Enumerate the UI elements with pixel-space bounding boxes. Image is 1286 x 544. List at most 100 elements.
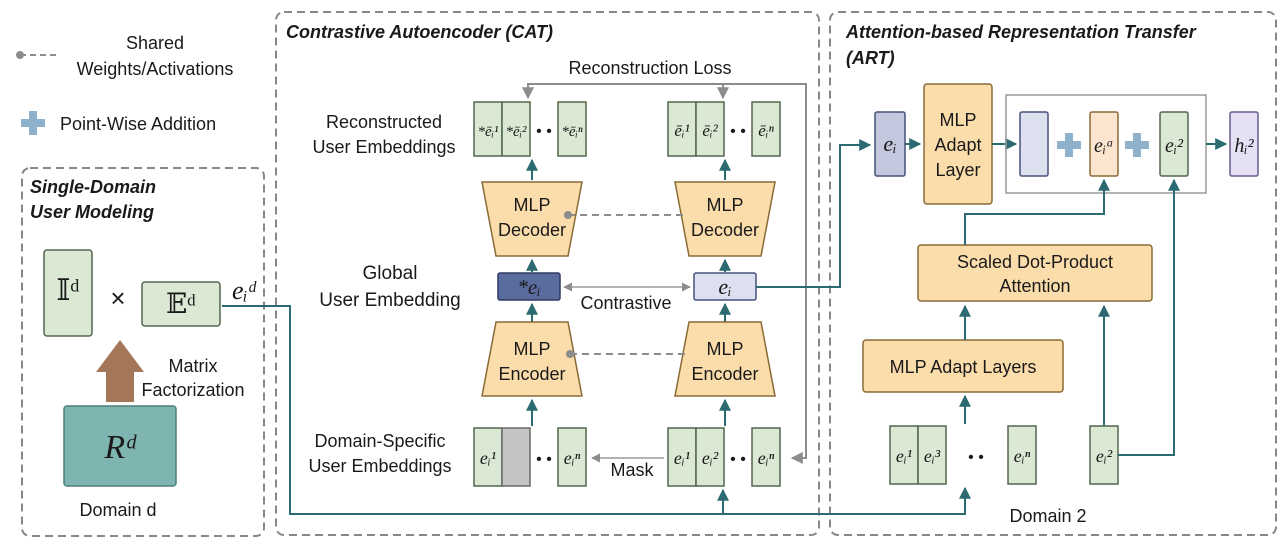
reconstructed-label-2: User Embeddings [312,137,455,157]
attention-out-arrow [964,178,1110,245]
mask-label: Mask [610,460,654,480]
clean-encoder [674,321,776,397]
input-masked-cell-2 [501,427,531,487]
domain-2-label: Domain 2 [1009,506,1086,526]
clean-decoder-label: MLP [706,195,743,215]
art-input-label: eᵢ [883,131,896,156]
factorization-label-2: Factorization [141,380,244,400]
legend-shared-label: Shared [126,33,184,53]
masked-encoder [481,321,583,397]
recon-masked-cell-2 [501,101,531,157]
single-domain-title: Single-Domain [30,177,156,197]
other-domain-dots: • • [968,449,984,466]
cat-module: Reconstruction Loss Reconstructed User E… [308,58,807,487]
recon-clean-label-1: ēᵢ¹ [674,121,689,140]
input-clean-dots: • • [730,451,746,468]
masked-global-embedding [497,272,561,301]
reconstruction-loss-label: Reconstruction Loss [568,58,731,78]
target-input-label: eᵢ² [1096,446,1113,466]
target-embedding [1159,111,1189,177]
rating-matrix [63,405,177,487]
other-domain-label-3: eᵢ³ [924,446,941,466]
embedding-matrix-label: 𝔼ᵈ [166,289,196,320]
target-residual-arrow [1118,178,1180,456]
art-module: eᵢ MLP Adapt Layer eᵢᵃ eᵢ² hᵢ² Scaled Do… [862,83,1259,526]
input-clean-cell-n [751,427,781,487]
global-label-2: User Embedding [319,290,461,311]
recon-clean-label-n: ēᵢⁿ [758,121,774,140]
attention-label-2: Attention [999,276,1070,296]
masked-decoder-label-2: Decoder [498,220,566,240]
mlp-adapt-layers [862,339,1064,393]
attention-label: Scaled Dot-Product [957,252,1113,272]
recon-clean-cell-n [751,101,781,157]
recon-clean-dots: • • [730,123,746,140]
factorization-label: Matrix [169,356,218,376]
output-embedding [1229,111,1259,177]
input-clean-label-n: eᵢⁿ [758,448,775,468]
interaction-matrix-label: 𝕀ᵈ [56,274,79,307]
input-clean-label-2: eᵢ² [702,448,719,468]
input-masked-cell-n [557,427,587,487]
cat-title: Contrastive Autoencoder (CAT) [286,22,553,42]
clean-decoder-label-2: Decoder [691,220,759,240]
other-domain-label-n: eᵢⁿ [1014,446,1031,466]
input-clean-cell-1 [667,427,697,487]
recon-clean-label-2: ēᵢ² [702,121,718,140]
recon-masked-cell-n [557,101,587,157]
adapted-embedding [1019,111,1049,177]
input-masked-dots: • • [536,451,552,468]
cat-frame [275,11,820,536]
domain-specific-label: Domain-Specific [314,431,445,451]
legend: Shared Weights/Activations Point-Wise Ad… [16,33,233,135]
input-masked-label-n: eᵢⁿ [564,448,581,468]
clean-decoder [674,181,776,257]
single-domain-title-2: User Modeling [30,202,154,222]
art-title-2: (ART) [846,48,895,68]
recon-clean-cell-2 [695,101,725,157]
output-embedding-label: hᵢ² [1234,135,1254,157]
input-clean-cell-2 [695,427,725,487]
shared-decoder-dot [564,211,572,219]
rating-matrix-label: Rᵈ [103,429,137,466]
masked-encoder-label: MLP [513,339,550,359]
embedding-matrix [141,281,221,327]
mlp-adapt-layers-label: MLP Adapt Layers [890,357,1037,377]
reconstruction-loss-arrow [522,83,807,464]
scaled-dot-product-attention [917,244,1153,302]
target-embedding-label: eᵢ² [1165,135,1184,157]
mlp-adapt-label: MLP [939,110,976,130]
single-domain-frame [21,167,265,537]
other-domain-cell-n [1007,425,1037,485]
global-label: Global [363,263,418,284]
single-domain-module: 𝕀ᵈ × 𝔼ᵈ eᵢᵈ Matrix Factorization Rᵈ Doma… [43,249,257,520]
recon-masked-label-n: *ēᵢⁿ [561,124,583,140]
plus-icon-2 [1125,133,1149,157]
mlp-adapt-label-2: Adapt [934,135,981,155]
input-masked-cell-1 [473,427,503,487]
global-to-art-connector [756,139,872,288]
contrastive-label: Contrastive [580,293,671,313]
other-domain-cell-1 [889,425,919,485]
masked-decoder [481,181,583,257]
global-embedding-label: eᵢ [718,274,731,299]
plus-icon-1 [1057,133,1081,157]
shared-weights-legend-dot [16,51,24,59]
domain-embedding-connector-art [723,486,971,515]
domain-embedding-connector [222,305,729,515]
domain-d-label: Domain d [79,500,156,520]
other-domain-label-1: eᵢ¹ [896,446,912,466]
masked-decoder-label: MLP [513,195,550,215]
mlp-adapt-label-3: Layer [935,160,980,180]
attention-embedding-label: eᵢᵃ [1094,135,1114,157]
times-symbol: × [110,283,125,313]
recon-masked-label-1: *ēᵢ¹ [477,124,499,140]
domain-specific-label-2: User Embeddings [308,456,451,476]
legend-weights-label: Weights/Activations [77,59,234,79]
shared-encoder-dot [566,350,574,358]
legend-addition-label: Point-Wise Addition [60,114,216,134]
art-frame [829,11,1277,536]
clean-encoder-label: MLP [706,339,743,359]
interaction-matrix [43,249,93,337]
